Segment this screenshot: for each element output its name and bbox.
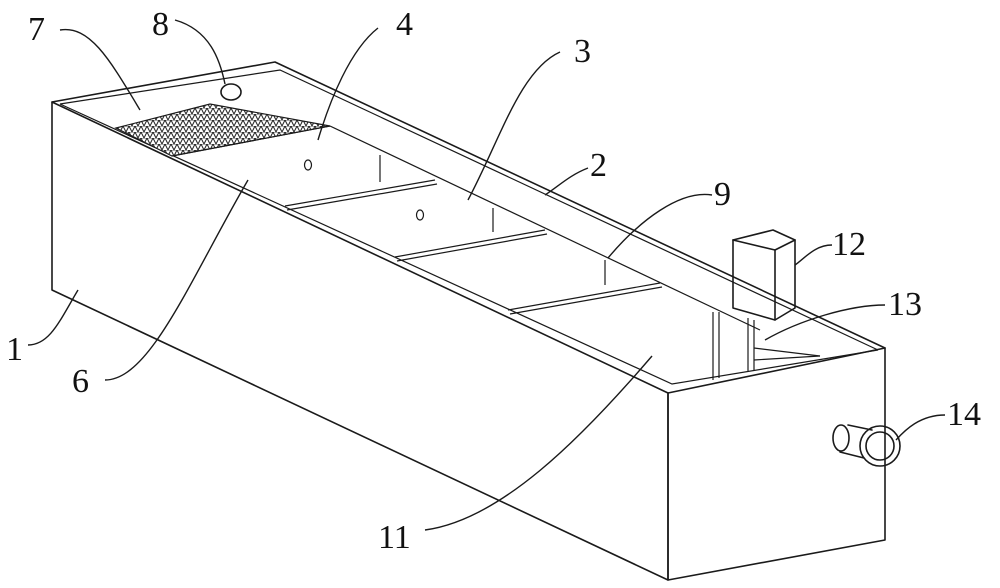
partition-plate-a2	[286, 183, 438, 211]
hole-1	[303, 159, 313, 171]
shaft-assembly	[712, 312, 821, 380]
leader-14	[895, 414, 946, 441]
leader-7	[59, 28, 141, 111]
end-face	[667, 347, 886, 581]
callout-8: 8	[152, 6, 169, 43]
hole-2	[415, 209, 425, 221]
callout-2: 2	[590, 147, 607, 184]
callout-12: 12	[832, 226, 866, 263]
motor-box	[732, 229, 796, 321]
leader-4	[317, 27, 379, 141]
callout-13: 13	[888, 286, 922, 323]
leader-8	[174, 19, 226, 85]
inlet-opening	[220, 83, 242, 101]
inner-rim-front	[59, 103, 879, 385]
outlet-pipe	[832, 424, 901, 467]
divider-edge-1	[171, 125, 331, 157]
leader-3	[467, 51, 561, 201]
callout-7: 7	[28, 11, 45, 48]
partition-plate-c	[507, 282, 661, 311]
leader-12	[794, 244, 833, 266]
callout-9: 9	[714, 176, 731, 213]
callout-11: 11	[378, 519, 411, 556]
leader-9	[607, 193, 713, 259]
callout-6: 6	[72, 363, 89, 400]
leader-2	[544, 167, 589, 196]
partition-plate-c2	[509, 286, 663, 315]
leader-6	[104, 179, 249, 381]
longitudinal-partition	[329, 125, 761, 331]
callout-4: 4	[396, 6, 413, 43]
leader-13	[764, 304, 886, 341]
callout-1: 1	[6, 331, 23, 368]
partition-plate-b2	[396, 233, 548, 262]
callout-3: 3	[574, 33, 591, 70]
partition-plate-a	[284, 179, 436, 207]
inner-rim	[59, 69, 879, 351]
leader-1	[27, 289, 79, 346]
top-rim	[51, 61, 886, 349]
partition-plate-b	[394, 229, 546, 258]
callout-14: 14	[947, 396, 981, 433]
leader-11	[424, 355, 653, 531]
